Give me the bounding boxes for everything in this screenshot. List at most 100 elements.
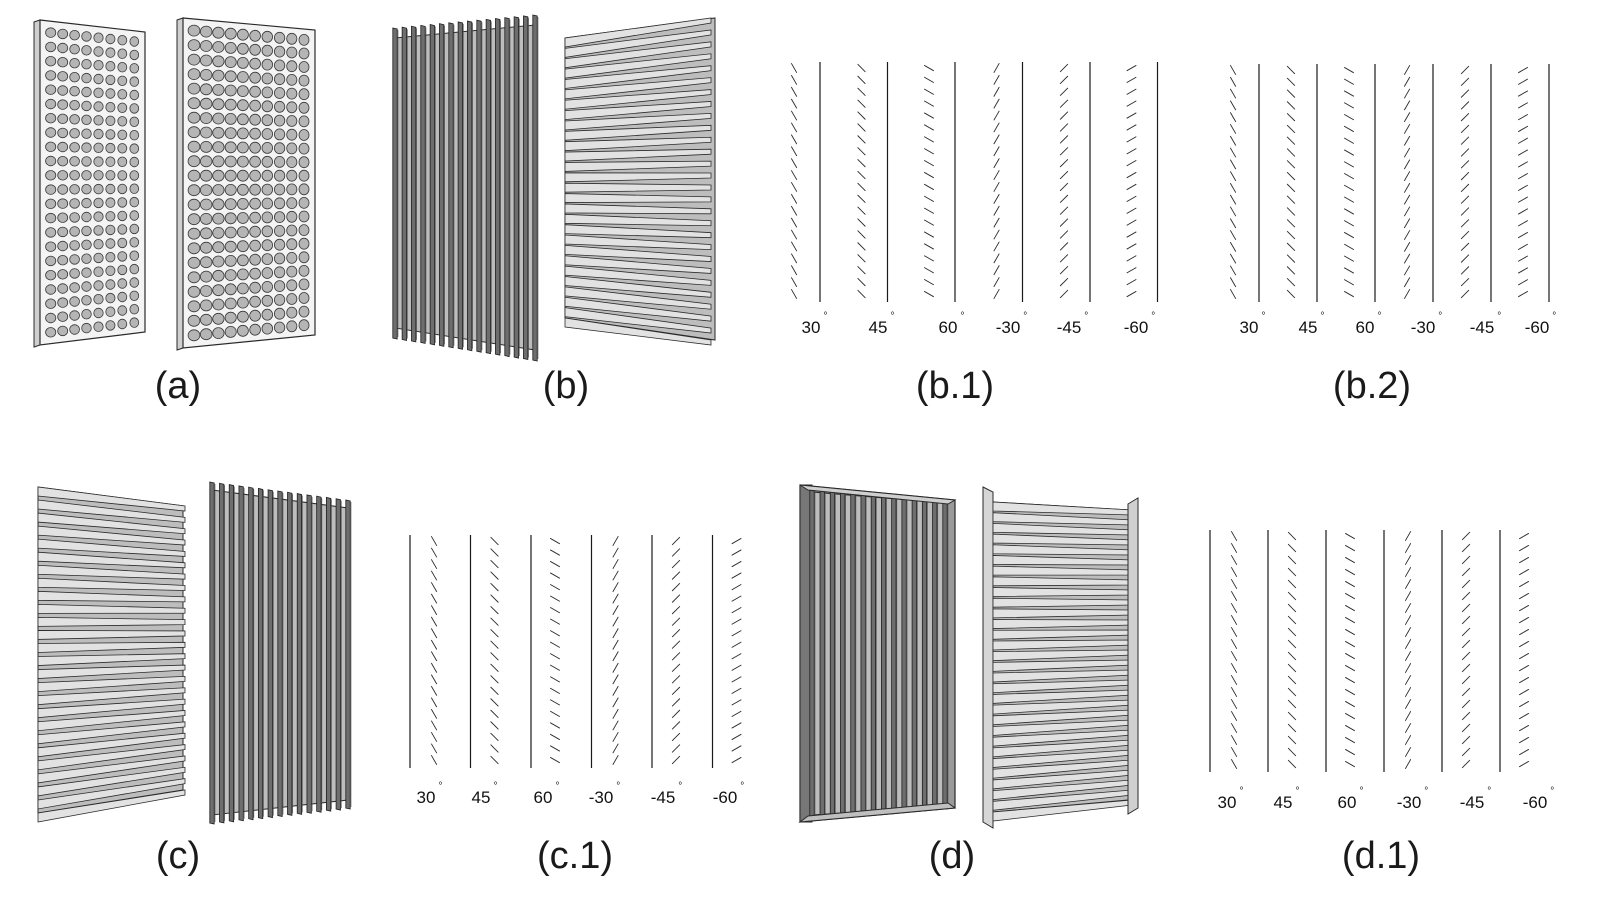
c1-slat-mark — [612, 570, 619, 581]
b1-slat-mark — [1059, 194, 1069, 204]
b2-slat-mark — [1517, 220, 1529, 227]
d1-slat-mark — [1287, 615, 1297, 625]
plate-large-hole — [286, 87, 298, 100]
plate-small-hole — [129, 223, 140, 235]
b1-slat-mark — [1126, 88, 1137, 95]
panel-c-fin-screens — [37, 481, 352, 825]
c1-slat-mark — [671, 548, 681, 557]
degree-symbol: ° — [1552, 311, 1557, 322]
b1-slat-mark — [1126, 255, 1137, 262]
b2-slat-mark — [1343, 255, 1355, 262]
plate-small-hole — [69, 310, 80, 321]
plate-small-hole — [81, 253, 92, 264]
plate-large-hole — [298, 210, 310, 223]
c-horizontal-fin — [37, 664, 186, 679]
b2-slat-mark — [1229, 230, 1237, 241]
b2-slat-mark — [1343, 184, 1355, 191]
b-horizontal-fin — [564, 77, 712, 100]
degree-symbol: ° — [1023, 311, 1028, 322]
b-vertical-fin — [448, 22, 454, 349]
c1-slat-mark — [612, 582, 619, 593]
plate-small-hole — [129, 277, 140, 288]
d1-slat-mark — [1404, 734, 1412, 746]
c-vertical-fin — [325, 496, 332, 812]
b1-slat-mark — [1126, 231, 1137, 238]
b2-slat-mark — [1229, 277, 1237, 288]
plate-small-hole — [129, 290, 140, 302]
d1-slat-mark — [1230, 638, 1238, 650]
b1-slat-mark — [1126, 183, 1137, 191]
plate-large-hole — [199, 112, 213, 124]
plate-small-hole — [105, 224, 116, 236]
d1-angle-label: 45° — [1274, 786, 1300, 813]
plate-large-hole — [224, 98, 237, 111]
c-vertical-fin — [345, 499, 351, 810]
plate-large-hole — [249, 323, 261, 336]
plate-large-hole — [212, 255, 225, 268]
plate-large-hole — [212, 241, 225, 254]
b1-slat-mark — [923, 100, 935, 107]
b2-slat-mark — [1403, 265, 1411, 276]
plate-small-hole — [45, 56, 57, 67]
b1-slat-mark — [790, 181, 798, 192]
c-vertical-fin — [277, 490, 283, 818]
plate-large-hole — [212, 212, 225, 225]
c1-slat-mark — [490, 755, 499, 765]
plate-large-hole — [212, 98, 225, 111]
plate-small-hole — [81, 142, 92, 153]
b-horizontal-fin — [564, 203, 712, 215]
b-vertical-fin — [457, 21, 463, 350]
c1-slat-mark — [612, 662, 619, 673]
d1-slat-mark — [1404, 566, 1412, 578]
plate-large-hole — [249, 43, 261, 56]
c1-slat-mark — [612, 628, 619, 639]
plate-small-hole — [129, 143, 140, 154]
plate-small-hole — [105, 238, 116, 249]
plate-small-hole — [45, 298, 57, 309]
b2-slat-mark — [1460, 171, 1470, 181]
c1-slat-mark — [430, 570, 438, 581]
plate-large-hole — [298, 34, 310, 46]
plate-large-hole — [286, 32, 298, 45]
plate-large-hole — [187, 329, 201, 342]
c-horizontal-fin — [37, 525, 186, 546]
caption-d: (d) — [928, 835, 976, 877]
plate-small-hole — [81, 211, 92, 223]
panel-a-perforated-plates — [33, 17, 316, 351]
d-left-frame — [982, 486, 994, 829]
c-horizontal-fin — [37, 744, 186, 771]
plate-small-hole — [81, 197, 92, 209]
c-horizontal-fin — [37, 564, 186, 580]
plate-large-hole — [286, 156, 298, 169]
c-vertical-fin — [287, 491, 293, 816]
b-horizontal-fin — [564, 307, 712, 334]
plate-small-hole — [57, 141, 69, 153]
d1-slat-mark — [1287, 555, 1297, 565]
plate-small-hole — [45, 284, 57, 295]
b-vertical-fin — [523, 15, 529, 361]
d1-slat-mark — [1230, 734, 1238, 746]
c1-slat-mark — [549, 641, 561, 648]
b1-slat-mark — [857, 206, 866, 215]
plate-small-hole — [45, 198, 57, 210]
plate-small-hole — [69, 268, 80, 279]
plate-large-hole — [199, 140, 213, 153]
plate-large-hole — [224, 113, 237, 125]
plate-small-hole — [57, 57, 69, 68]
d1-slat-mark — [1461, 531, 1471, 541]
plate-large-hole — [273, 293, 286, 306]
plate-large-hole — [298, 74, 310, 87]
b1-slat-mark — [1126, 112, 1137, 119]
plate-large-hole — [187, 82, 201, 95]
plate-large-hole — [273, 87, 286, 99]
plate-small-hole — [93, 266, 104, 277]
plate-large-hole — [261, 72, 274, 85]
plate-small-hole — [93, 128, 104, 140]
plate-small-hole — [129, 76, 140, 87]
c-horizontal-fin — [37, 732, 186, 758]
b1-slat-mark — [993, 277, 1000, 288]
b1-slat-mark — [1059, 254, 1069, 263]
b2-slat-mark — [1286, 195, 1296, 204]
plate-large-hole — [273, 128, 286, 141]
d1-slat-mark — [1287, 531, 1297, 541]
